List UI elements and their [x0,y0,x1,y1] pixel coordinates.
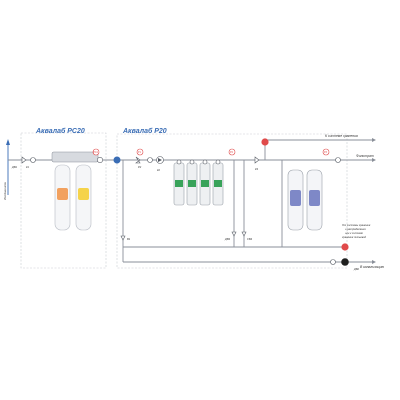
rc20-head [51,151,99,163]
check-valve-inlet [21,156,27,164]
p20-tag-3-label: Р3 [324,151,328,154]
valve-label-dv1: ДВ1 [11,165,18,169]
valve-label-k3: К3 [255,167,259,171]
p20-gauge-3 [335,157,341,163]
p20-tag-1-label: Р1 [138,151,142,154]
drain-arrowhead [372,260,376,264]
valve-k3 [254,156,260,164]
valve-v1 [120,235,126,241]
inlet-gauge [30,157,36,163]
dv2-gauge [330,259,336,265]
valve-label-dv2: ДВ2 [353,267,360,271]
p20-gauge-1 [147,157,153,163]
rc20-title: Аквалаб РС20 [35,127,85,135]
red-indicator-bottom [341,243,349,251]
valve-dv3 [231,231,237,237]
rc20-tag [92,148,100,156]
valve-label-dv3: ДВ3 [224,237,231,241]
p20-tag-2 [228,148,236,156]
inlet-arrowhead [6,139,10,145]
filter-4-band [214,180,222,187]
filter-1-gauge [176,159,182,165]
filter-2-band [188,180,196,187]
valve-sv4 [241,231,247,237]
valve-label-p2: Р2 [138,165,142,169]
to-storage-label: К системе хранения [325,134,358,138]
from-storage-label-4: хранения питьевой [341,235,367,239]
p20-tag-2-label: Р2 [230,151,234,154]
from-storage-label-1: От системы хранения [342,223,371,227]
p20-title: Аквалаб Р20 [122,127,167,135]
valve-label-k2: К2 [157,168,161,172]
drain-indicator [341,258,349,266]
valve-label-v1: В1 [127,237,131,241]
solenoid-valve-p2 [135,156,141,164]
pump-arrow [158,158,162,162]
p20-tag-1 [136,148,144,156]
valve-label-sv4: СВ4 [247,237,253,241]
blue-cartridge-1-label [290,190,301,206]
filter-4-gauge [215,159,221,165]
rc20-cartridge-2-label [78,188,89,200]
p20-tag-3 [322,148,330,156]
rc20-gauge [97,157,104,164]
storage-arrowhead [372,138,376,142]
from-storage-label-3: или к системе [345,232,363,235]
from-storage-label-2: и распределения [345,227,366,231]
rc20-enclosure [20,132,107,269]
inlet-label: Исходная вода [3,182,7,200]
p20-inlet-indicator [113,156,121,164]
valve-label-k1: К1 [26,165,30,169]
filter-3-band [201,180,209,187]
rc20-tag-label: РС1 [93,151,98,154]
filtrate-label: Фильтрат [356,154,374,158]
drain-label: В канализацию [360,265,384,269]
blue-cartridge-2-label [309,190,320,206]
red-indicator-top [261,138,269,146]
filter-2-gauge [189,159,195,165]
filter-1-band [175,180,183,187]
filtrate-arrowhead [372,158,376,162]
filter-3-gauge [202,159,208,165]
rc20-cartridge-1-label [57,188,68,200]
